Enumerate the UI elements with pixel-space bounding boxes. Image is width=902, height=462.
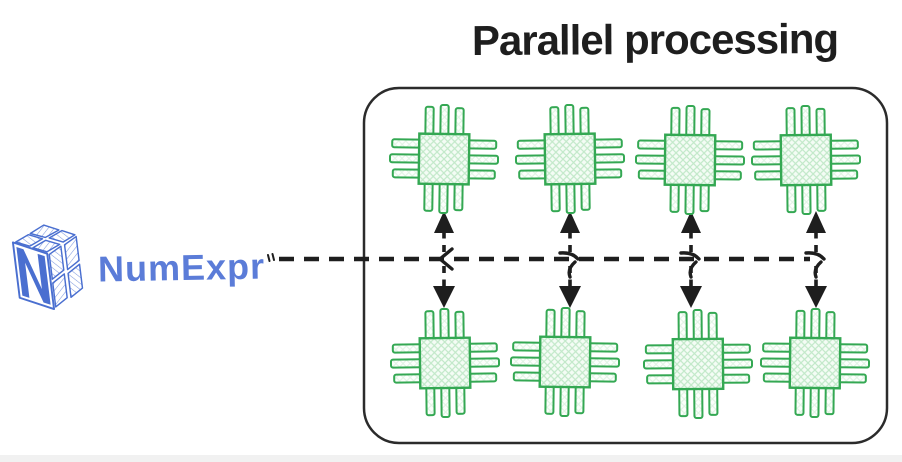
connection-start-tick bbox=[267, 253, 275, 262]
numexpr-cube-icon bbox=[11, 224, 84, 310]
numexpr-logo: NumExpr bbox=[8, 218, 265, 318]
bottom-edge-artifact bbox=[0, 455, 902, 462]
diagram-title: Parallel processing bbox=[471, 15, 839, 64]
numexpr-logo-label: NumExpr bbox=[97, 245, 266, 290]
cube-letter-n bbox=[16, 246, 51, 305]
branch-hook bbox=[438, 247, 454, 271]
